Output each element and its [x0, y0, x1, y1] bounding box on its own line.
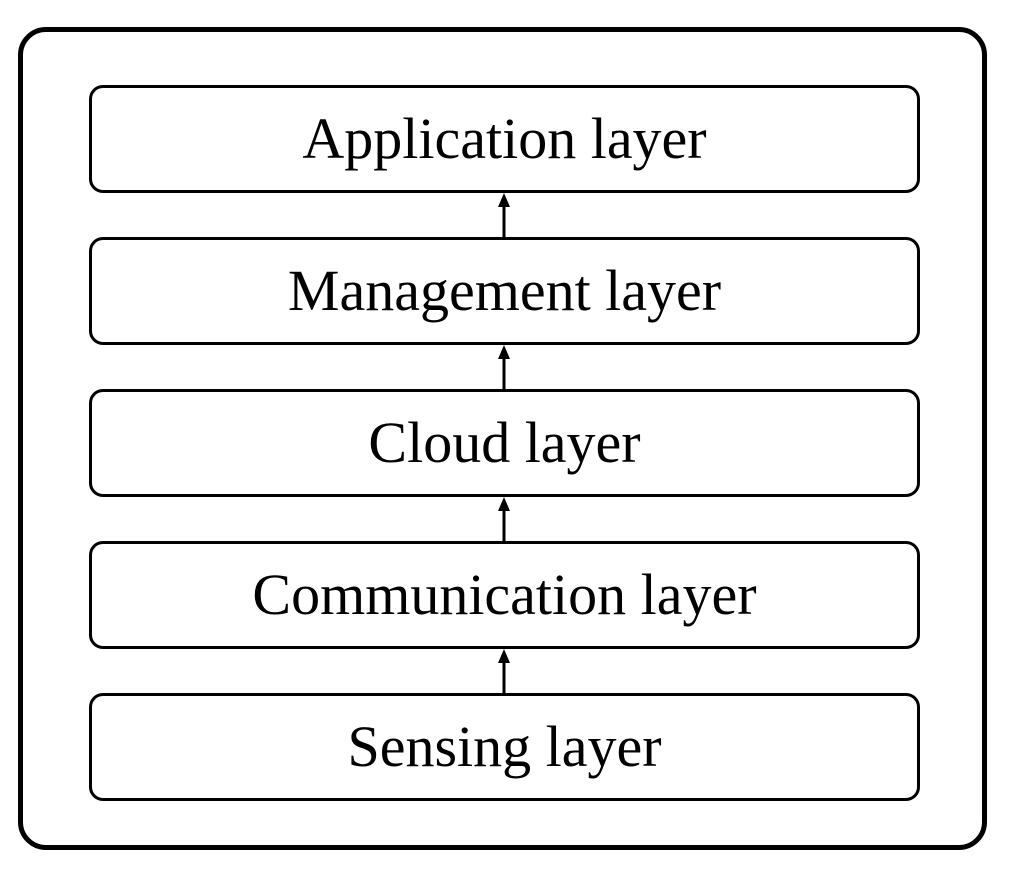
management-layer-box: Management layer	[89, 237, 920, 345]
cloud-layer-label: Cloud layer	[368, 410, 641, 475]
management-layer-label: Management layer	[287, 258, 722, 323]
sensing-layer-label: Sensing layer	[347, 714, 662, 779]
arrow-sensing-to-communication	[498, 649, 510, 693]
arrow-cloud-to-management	[498, 345, 510, 389]
application-layer-box: Application layer	[89, 85, 920, 193]
communication-layer-label: Communication layer	[252, 562, 757, 627]
application-layer-label: Application layer	[302, 106, 707, 171]
sensing-layer-box: Sensing layer	[89, 693, 920, 801]
communication-layer-box: Communication layer	[89, 541, 920, 649]
arrow-communication-to-cloud	[498, 497, 510, 541]
diagram-frame	[18, 27, 987, 850]
arrow-management-to-application	[498, 193, 510, 237]
cloud-layer-box: Cloud layer	[89, 389, 920, 497]
